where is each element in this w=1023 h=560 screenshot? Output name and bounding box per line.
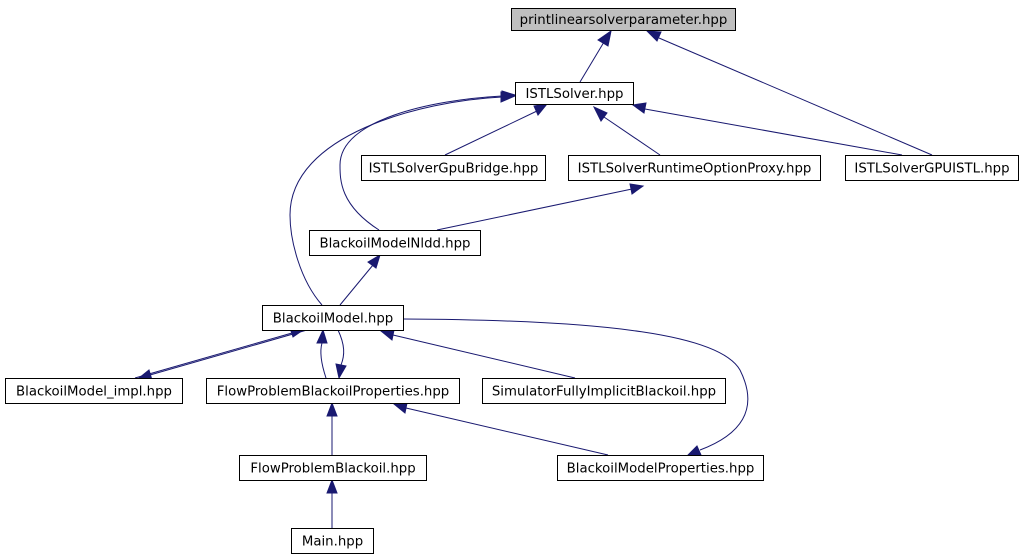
node-main[interactable]: Main.hpp <box>291 528 374 554</box>
node-box <box>291 528 374 554</box>
edge-line <box>444 110 538 156</box>
node-box <box>511 8 736 31</box>
arrowhead-icon <box>500 91 517 103</box>
arrowhead-icon <box>685 445 702 457</box>
edge-blackoilmodel-to-istlsolver <box>289 91 517 306</box>
edge-line <box>579 41 605 83</box>
edge-istlsolvergpuistl-to-printlinearsolverparameter <box>645 30 933 156</box>
edge-istlsolvergpuistl-to-istlsolver <box>631 102 903 156</box>
arrowhead-icon <box>631 102 647 114</box>
node-box <box>361 155 546 181</box>
edge-line <box>337 329 345 366</box>
edge-simulatorfullyimplicitblackoil-to-blackoilmodel <box>379 329 576 379</box>
node-blackoilmodel[interactable]: BlackoilModel.hpp <box>262 305 404 331</box>
node-istlsolvergpuistl[interactable]: ISTLSolverGPUISTL.hpp <box>845 155 1019 181</box>
edge-blackoilmodelproperties-to-flowproblemblackoilproperties <box>392 402 609 456</box>
edge-line <box>658 37 933 156</box>
arrowhead-icon <box>379 329 395 341</box>
node-box <box>482 378 726 404</box>
arrowhead-icon <box>392 402 408 414</box>
edge-flowproblemblackoilproperties-to-blackoilmodel <box>316 328 328 379</box>
node-printlinearsolverparameter: printlinearsolverparameter.hpp <box>511 8 736 31</box>
arrowhead-icon <box>592 105 608 122</box>
node-label: BlackoilModel.hpp <box>273 312 393 327</box>
edge-blackoilmodel-to-blackoilmodelproperties <box>402 318 749 457</box>
node-blackoilmodelproperties[interactable]: BlackoilModelProperties.hpp <box>557 455 764 481</box>
node-box <box>206 378 460 404</box>
edge-blackoilmodel-to-blackoilmodel-impl <box>137 329 308 381</box>
node-istlsolvergpubridge[interactable]: ISTLSolverGpuBridge.hpp <box>361 155 546 181</box>
node-box <box>568 155 821 181</box>
edge-line <box>644 108 903 156</box>
edge-line <box>339 95 503 231</box>
node-label: FlowProblemBlackoilProperties.hpp <box>217 385 449 400</box>
node-label: BlackoilModelNldd.hpp <box>319 237 470 252</box>
node-flowproblemblackoil[interactable]: FlowProblemBlackoil.hpp <box>239 455 427 481</box>
edge-blackoilmodel-impl-to-blackoilmodel <box>134 327 305 379</box>
graph-edges <box>134 29 933 528</box>
node-label: ISTLSolverGpuBridge.hpp <box>369 162 539 177</box>
node-box <box>557 455 764 481</box>
arrowhead-icon <box>367 253 381 269</box>
arrowhead-icon <box>629 183 645 195</box>
edge-istlsolvergpubridge-to-istlsolver <box>444 103 549 156</box>
node-label: ISTLSolverRuntimeOptionProxy.hpp <box>578 162 812 177</box>
node-flowproblemblackoilproperties[interactable]: FlowProblemBlackoilProperties.hpp <box>206 378 460 404</box>
edge-line <box>392 334 576 379</box>
edge-line <box>339 264 374 306</box>
arrowhead-icon <box>533 103 549 116</box>
node-label: printlinearsolverparameter.hpp <box>520 13 728 28</box>
edge-blackoilmodel-to-blackoilmodelnldd <box>339 253 381 306</box>
node-label: FlowProblemBlackoil.hpp <box>250 462 415 477</box>
edge-line <box>289 96 503 306</box>
node-box <box>845 155 1019 181</box>
edge-line <box>405 407 609 456</box>
node-label: ISTLSolverGPUISTL.hpp <box>854 162 1009 177</box>
node-istlsolverruntimeoptionproxy[interactable]: ISTLSolverRuntimeOptionProxy.hpp <box>568 155 821 181</box>
graph-nodes: printlinearsolverparameter.hppISTLSolver… <box>5 8 1019 554</box>
arrowhead-icon <box>645 30 662 42</box>
node-box <box>515 82 634 105</box>
edge-line <box>320 342 327 379</box>
arrowhead-icon <box>597 29 612 47</box>
edge-line <box>149 329 308 376</box>
node-box <box>239 455 427 481</box>
node-istlsolver[interactable]: ISTLSolver.hpp <box>515 82 634 105</box>
edge-line <box>603 116 661 156</box>
edge-istlsolverruntimeoptionproxy-to-istlsolver <box>592 105 661 156</box>
node-label: BlackoilModel_impl.hpp <box>16 385 172 400</box>
edge-blackoilmodel-to-flowproblemblackoilproperties <box>335 329 347 380</box>
node-box <box>5 378 183 404</box>
edge-main-to-flowproblemblackoil <box>326 478 338 528</box>
arrowhead-icon <box>316 328 328 344</box>
edge-line <box>134 332 293 379</box>
arrowhead-icon <box>326 478 338 494</box>
arrowhead-icon <box>326 401 338 417</box>
edge-flowproblemblackoil-to-flowproblemblackoilproperties <box>326 401 338 455</box>
node-label: ISTLSolver.hpp <box>526 87 624 102</box>
edge-line <box>402 318 749 451</box>
node-box <box>262 305 404 331</box>
node-label: SimulatorFullyImplicitBlackoil.hpp <box>492 385 716 400</box>
node-blackoilmodel-impl[interactable]: BlackoilModel_impl.hpp <box>5 378 183 404</box>
node-label: BlackoilModelProperties.hpp <box>567 462 755 477</box>
edge-blackoilmodelnldd-to-istlsolverruntimeoptionproxy <box>436 183 645 231</box>
edge-istlsolver-to-printlinearsolverparameter <box>579 29 612 83</box>
node-box <box>309 230 481 256</box>
node-simulatorfullyimplicitblackoil[interactable]: SimulatorFullyImplicitBlackoil.hpp <box>482 378 726 404</box>
arrowhead-icon <box>335 363 347 380</box>
node-label: Main.hpp <box>302 535 363 550</box>
edge-line <box>436 188 633 231</box>
node-blackoilmodelnldd[interactable]: BlackoilModelNldd.hpp <box>309 230 481 256</box>
